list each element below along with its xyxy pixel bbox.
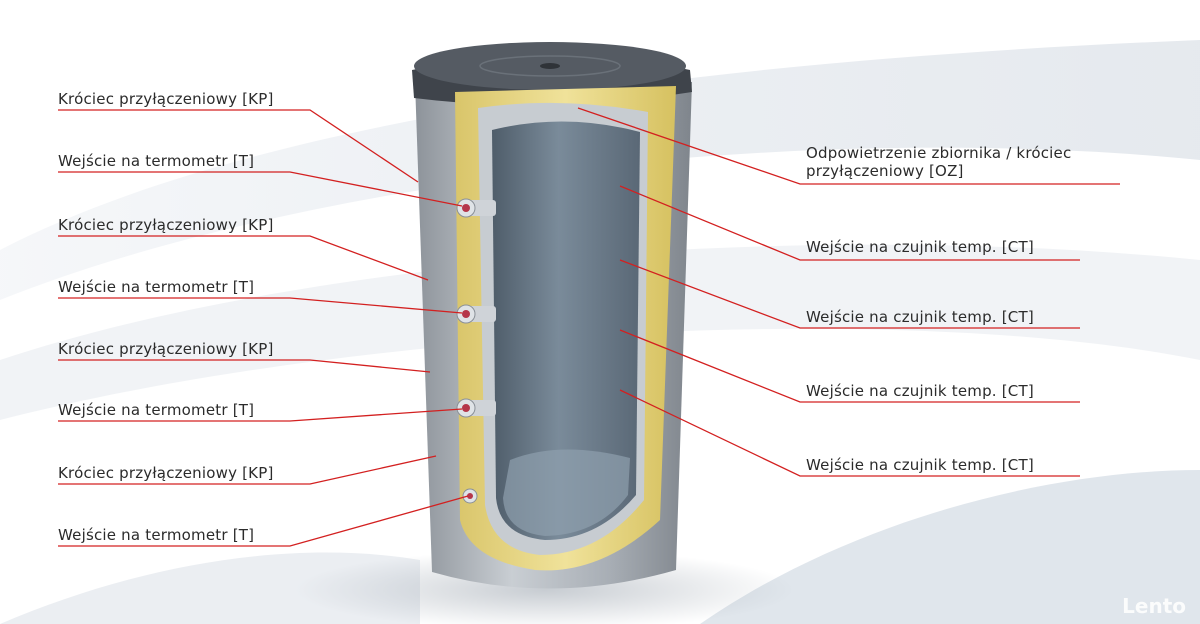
leader-lines-left — [58, 109, 469, 547]
label-ct-1: Wejście na czujnik temp. [CT] — [806, 238, 1034, 256]
leader-lines-right — [577, 107, 1120, 477]
thermometer-nozzles — [456, 198, 496, 504]
label-ct-4: Wejście na czujnik temp. [CT] — [806, 456, 1034, 474]
label-t-4: Wejście na termometr [T] — [58, 526, 255, 544]
label-kp-2: Króciec przyłączeniowy [KP] — [58, 216, 274, 234]
inner-tank — [492, 121, 640, 540]
label-kp-3: Króciec przyłączeniowy [KP] — [58, 340, 274, 358]
label-kp-1: Króciec przyłączeniowy [KP] — [58, 90, 274, 108]
label-t-2: Wejście na termometr [T] — [58, 278, 255, 296]
label-t-3: Wejście na termometr [T] — [58, 401, 255, 419]
label-oz: Odpowietrzenie zbiornika / króciec przył… — [806, 144, 1072, 180]
label-ct-2: Wejście na czujnik temp. [CT] — [806, 308, 1034, 326]
label-ct-3: Wejście na czujnik temp. [CT] — [806, 382, 1034, 400]
label-kp-4: Króciec przyłączeniowy [KP] — [58, 464, 274, 482]
watermark-text: Lento — [1122, 594, 1186, 618]
label-t-1: Wejście na termometr [T] — [58, 152, 255, 170]
